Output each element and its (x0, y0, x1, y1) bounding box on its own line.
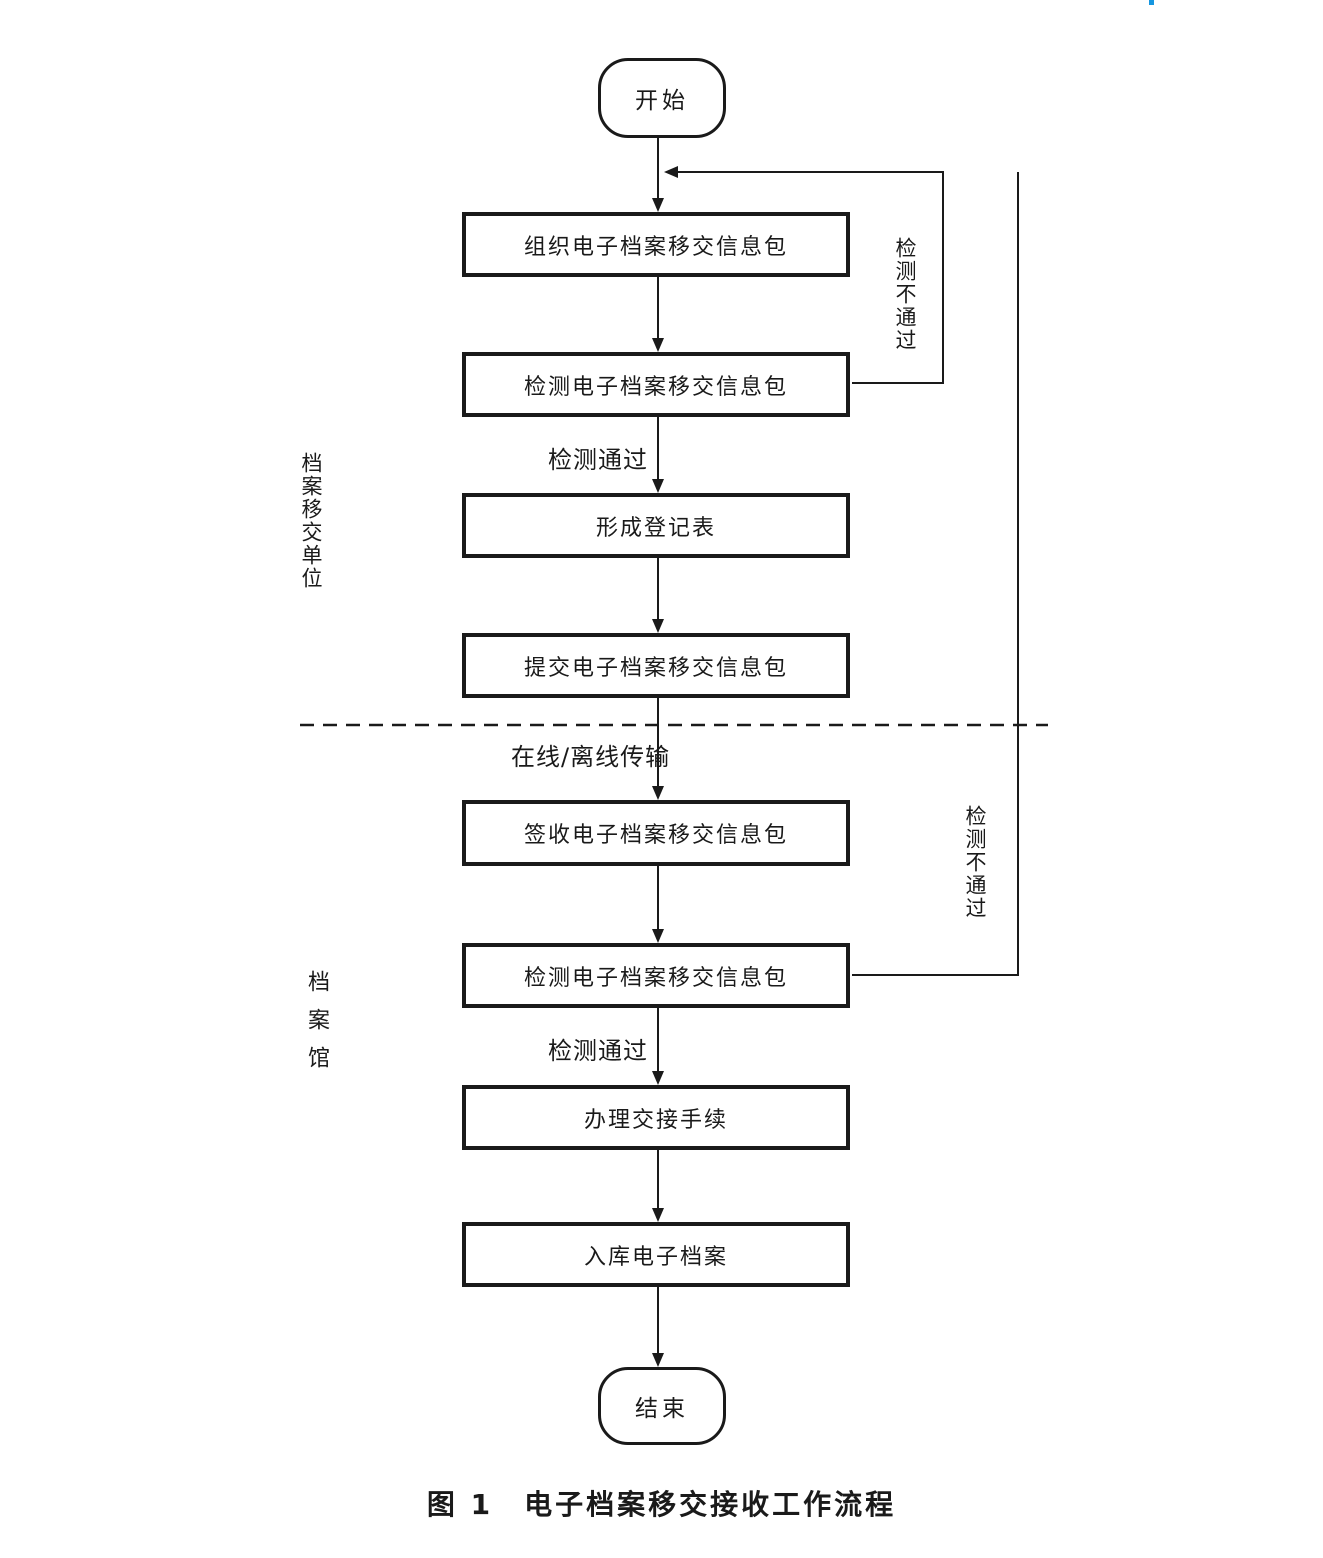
lane-label-archive: 档案馆 (304, 970, 329, 1084)
node-check-package-sender: 检测电子档案移交信息包 (462, 352, 850, 417)
edge-label-check-failed-sender: 检测不通过 (893, 237, 917, 352)
node-check-package-archive: 检测电子档案移交信息包 (462, 943, 850, 1008)
node-store-archive: 入库电子档案 (462, 1222, 850, 1287)
lane-label-transfer-unit: 档案移交单位 (299, 452, 323, 590)
node-submit-package: 提交电子档案移交信息包 (462, 633, 850, 698)
node-organize-package: 组织电子档案移交信息包 (462, 212, 850, 277)
node-sign-receive-package: 签收电子档案移交信息包 (462, 800, 850, 866)
node-form-register: 形成登记表 (462, 493, 850, 558)
node-end: 结束 (598, 1367, 726, 1445)
blue-artifact-mark (1149, 0, 1154, 5)
node-handover-procedure: 办理交接手续 (462, 1085, 850, 1150)
node-start: 开始 (598, 58, 726, 138)
edge-label-check-failed-archive: 检测不通过 (963, 805, 987, 920)
edge-label-check-passed-archive: 检测通过 (548, 1037, 648, 1065)
edge-label-check-passed-sender: 检测通过 (548, 446, 648, 474)
edge-label-transfer-mode: 在线/离线传输 (511, 743, 671, 771)
arrowheads (652, 166, 678, 1367)
figure-caption: 图 1 电子档案移交接收工作流程 (426, 1488, 897, 1521)
